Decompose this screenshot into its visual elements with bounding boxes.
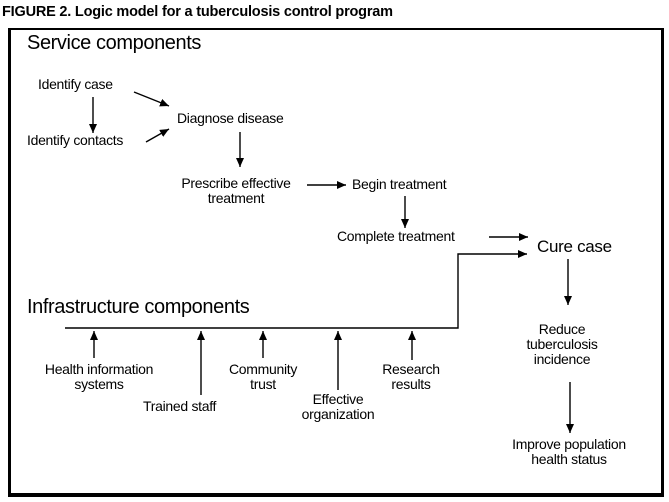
node-identify-contacts: Identify contacts — [27, 132, 124, 148]
diagram-border — [8, 28, 664, 497]
node-prescribe-effective-treatment: Prescribe effective treatment — [181, 175, 291, 206]
node-complete-treatment: Complete treatment — [337, 228, 455, 244]
node-trained-staff: Trained staff — [143, 398, 217, 414]
node-diagnose-disease: Diagnose disease — [177, 110, 284, 126]
node-identify-case: Identify case — [38, 76, 113, 92]
node-reduce-tuberculosis-incidence: Reduce tuberculosis incidence — [526, 321, 598, 367]
service-components-heading: Service components — [27, 32, 202, 54]
node-research-results: Research results — [382, 361, 440, 392]
figure-caption: FIGURE 2. Logic model for a tuberculosis… — [2, 4, 393, 20]
node-improve-population-health-status: Improve population health status — [512, 436, 626, 467]
node-begin-treatment: Begin treatment — [352, 176, 447, 192]
infrastructure-components-heading: Infrastructure components — [27, 296, 250, 318]
node-community-trust: Community trust — [228, 361, 298, 392]
node-health-information-systems: Health information systems — [44, 361, 154, 392]
node-effective-organization: Effective organization — [301, 391, 375, 422]
node-cure-case: Cure case — [537, 237, 612, 256]
